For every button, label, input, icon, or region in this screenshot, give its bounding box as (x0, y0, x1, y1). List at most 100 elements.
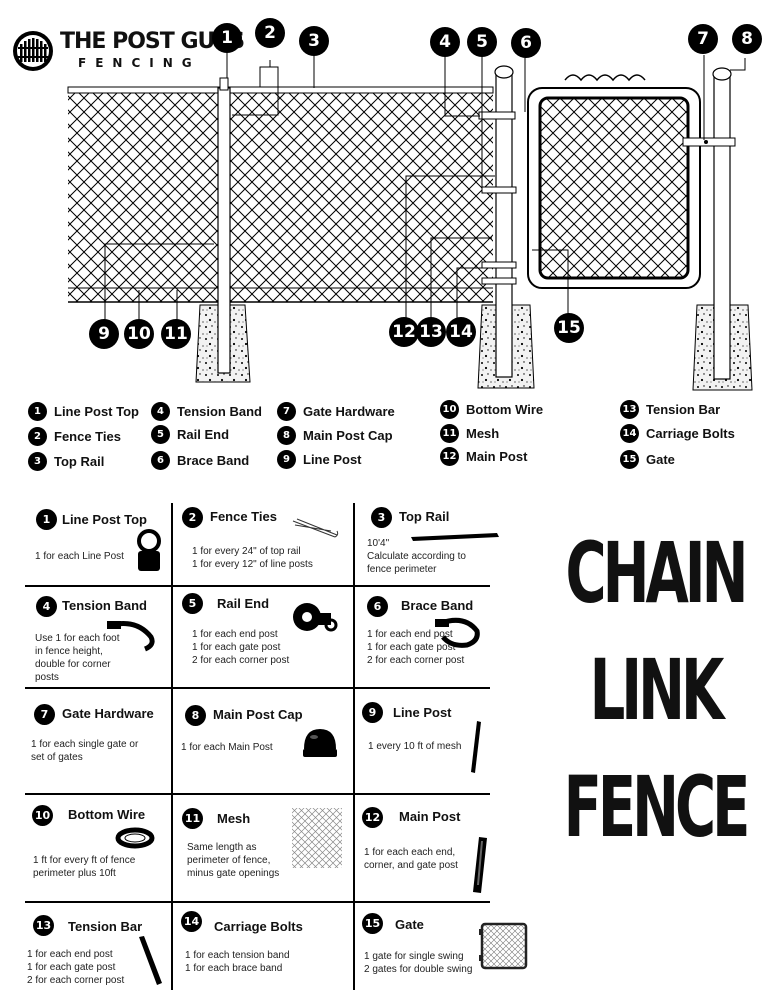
legend-number: 11 (440, 424, 459, 443)
legend-number: 8 (277, 426, 296, 445)
page-title: CHAIN LINK FENCE (540, 525, 770, 881)
part-number: 2 (182, 507, 203, 528)
part-card-fence-ties: 2 Fence Ties 1 for every 24" of top rail… (173, 503, 353, 585)
part-number: 6 (367, 596, 388, 617)
part-title: Main Post Cap (213, 707, 303, 722)
legend-item: 12 Main Post (440, 447, 527, 466)
diagram-marker-15: 15 (554, 313, 584, 343)
grid-divider (171, 503, 173, 990)
band-icon (435, 617, 480, 648)
part-title: Tension Bar (68, 919, 143, 934)
legend-item: 11 Mesh (440, 424, 499, 443)
part-card-main-post-cap: 8 Main Post Cap 1 for each Main Post (173, 689, 353, 793)
fence-logo-icon (13, 31, 53, 71)
part-title: Tension Band (62, 598, 147, 613)
legend-label: Gate (646, 452, 675, 467)
diagram-marker-12: 12 (389, 317, 419, 347)
post-icon (471, 721, 481, 773)
fence-diagram (67, 52, 753, 391)
diagram-marker-14: 14 (446, 317, 476, 347)
rail-end-icon (293, 603, 338, 632)
part-title: Brace Band (401, 598, 474, 613)
part-card-carriage-bolts: 14 Carriage Bolts 1 for each tension ban… (173, 903, 353, 990)
legend-number: 9 (277, 450, 296, 469)
legend-label: Gate Hardware (303, 404, 395, 419)
part-number: 14 (181, 911, 202, 932)
legend-number: 2 (28, 427, 47, 446)
legend-label: Mesh (466, 426, 500, 441)
parts-grid: 1 Line Post Top 1 for each Line Post 2 F… (25, 503, 528, 990)
title-line-chain: CHAIN (565, 525, 748, 623)
part-card-gate-hardware: 7 Gate Hardware 1 for each single gate o… (25, 689, 171, 793)
rail-icon (411, 533, 499, 541)
legend-label: Rail End (177, 427, 230, 442)
diagram-marker-8: 8 (732, 24, 762, 54)
part-title: Rail End (217, 596, 270, 611)
title-line-link: LINK (589, 642, 725, 740)
part-description: 1 for each Main Post (181, 742, 273, 753)
legend-item: 9 Line Post (277, 450, 362, 469)
part-title: Line Post Top (62, 512, 147, 527)
title-line-fence: FENCE (563, 759, 751, 857)
part-number: 9 (362, 702, 383, 723)
legend-number: 1 (28, 402, 47, 421)
legend-number: 10 (440, 400, 459, 419)
part-title: Gate (395, 917, 424, 932)
legend-number: 7 (277, 402, 296, 421)
mesh-icon (292, 808, 342, 868)
part-card-line-post: 9 Line Post 1 every 10 ft of mesh (355, 689, 490, 793)
legend-number: 12 (440, 447, 459, 466)
part-title: Fence Ties (210, 509, 277, 524)
legend-number: 15 (620, 450, 639, 469)
legend-label: Bottom Wire (466, 402, 544, 417)
diagram-marker-6: 6 (511, 28, 541, 58)
part-number: 8 (185, 705, 206, 726)
band-icon (107, 621, 155, 652)
legend-label: Brace Band (177, 453, 250, 468)
legend-label: Line Post (303, 452, 362, 467)
wire-coil-icon (115, 827, 155, 849)
dome-cap-icon (303, 729, 337, 757)
fence-tie-icon (292, 518, 339, 538)
part-title: Carriage Bolts (214, 919, 303, 934)
part-title: Line Post (393, 705, 452, 720)
legend-item: 10 Bottom Wire (440, 400, 543, 419)
gate-icon (479, 922, 528, 970)
legend-label: Main Post Cap (303, 428, 393, 443)
legend-item: 15 Gate (620, 450, 675, 469)
part-number: 7 (34, 704, 55, 725)
diagram-marker-3: 3 (299, 26, 329, 56)
part-title: Gate Hardware (62, 706, 154, 721)
legend-label: Main Post (466, 449, 528, 464)
diagram-marker-7: 7 (688, 24, 718, 54)
grid-divider (25, 687, 490, 689)
post-cap-icon (137, 529, 161, 571)
part-number: 11 (182, 808, 203, 829)
part-number: 13 (33, 915, 54, 936)
diagram-marker-9: 9 (89, 319, 119, 349)
tension-bar-icon (139, 936, 162, 985)
diagram-marker-1: 1 (212, 23, 242, 53)
legend-number: 14 (620, 424, 639, 443)
diagram-marker-4: 4 (430, 27, 460, 57)
